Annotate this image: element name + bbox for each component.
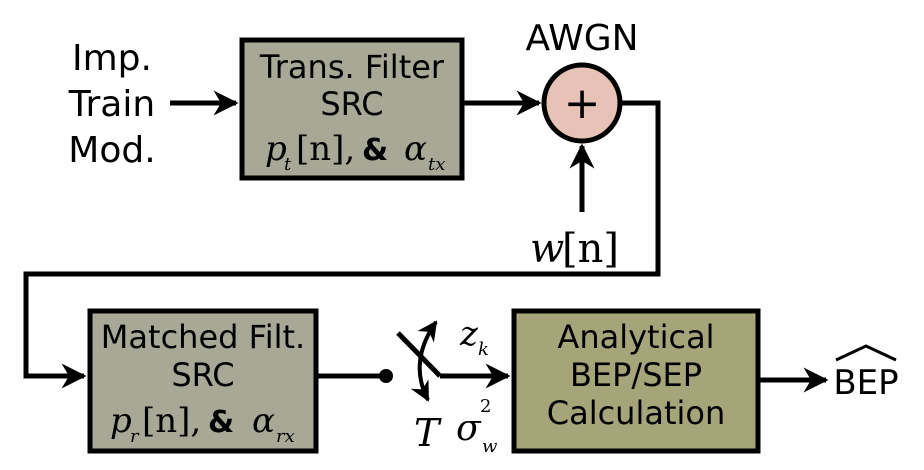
tx-p: p xyxy=(265,129,287,169)
tx-amp: & xyxy=(362,133,388,168)
tx-alpha-sub: tx xyxy=(428,154,445,175)
input-label-line3: Mod. xyxy=(68,130,155,171)
awgn-label: AWGN xyxy=(525,18,638,59)
hat-accent-icon xyxy=(835,344,897,362)
sigma-sub: w xyxy=(482,436,498,457)
sampling-period-label: T xyxy=(414,411,442,455)
input-label-line1: Imp. xyxy=(72,38,152,79)
transmit-filter-box xyxy=(239,37,465,181)
tx-n: [n], xyxy=(296,129,355,169)
summing-junction: + xyxy=(541,62,623,144)
tx-p-sub: t xyxy=(284,154,292,175)
matched-filter-params: p r [n], & α rx xyxy=(110,401,295,447)
noise-variance-label: σ 2 w xyxy=(456,396,498,457)
output-bep: BEP xyxy=(833,363,898,403)
transmit-filter-title: Trans. Filter xyxy=(259,48,445,86)
sampler-node-dot xyxy=(379,369,393,383)
transmit-filter-src: SRC xyxy=(320,85,383,123)
noise-n: [n] xyxy=(562,226,619,272)
output-label: BEP xyxy=(833,344,899,403)
rx-p: p xyxy=(110,401,132,441)
sample-z: z xyxy=(459,314,479,354)
noise-label: w [n] xyxy=(530,226,619,272)
sampler-rotation-arrow-icon xyxy=(410,320,438,402)
sampler-switch xyxy=(396,320,511,402)
plus-icon: + xyxy=(564,78,601,129)
matched-filter-title: Matched Filt. xyxy=(101,318,305,356)
sigma-symbol: σ xyxy=(456,408,482,449)
matched-filter-src: SRC xyxy=(171,356,234,394)
sigma-sup: 2 xyxy=(480,396,491,417)
calculation-box xyxy=(511,308,761,454)
rx-n: [n], xyxy=(142,401,201,441)
noise-w: w xyxy=(530,226,564,272)
rx-alpha-sub: rx xyxy=(276,426,295,447)
wrap-connector xyxy=(23,100,661,389)
input-label-line2: Train xyxy=(68,84,155,125)
tx-alpha: α xyxy=(404,129,427,169)
transmit-filter-block: Trans. Filter SRC p t [n], & α tx xyxy=(239,37,465,181)
transmit-filter-params: p t [n], & α tx xyxy=(265,129,445,175)
calc-line2: BEP/SEP xyxy=(570,356,702,394)
matched-filter-block: Matched Filt. SRC p r [n], & α rx xyxy=(87,308,319,454)
matched-filter-box xyxy=(87,308,319,454)
sample-label: z k xyxy=(459,314,489,360)
input-label: Imp. Train Mod. xyxy=(68,38,156,171)
rx-alpha: α xyxy=(252,401,275,441)
calc-line1: Analytical xyxy=(557,318,714,356)
sample-z-sub: k xyxy=(478,339,489,360)
calc-line3: Calculation xyxy=(547,394,726,432)
calculation-block: Analytical BEP/SEP Calculation xyxy=(511,308,761,454)
rx-p-sub: r xyxy=(130,426,140,447)
rx-amp: & xyxy=(208,405,234,440)
